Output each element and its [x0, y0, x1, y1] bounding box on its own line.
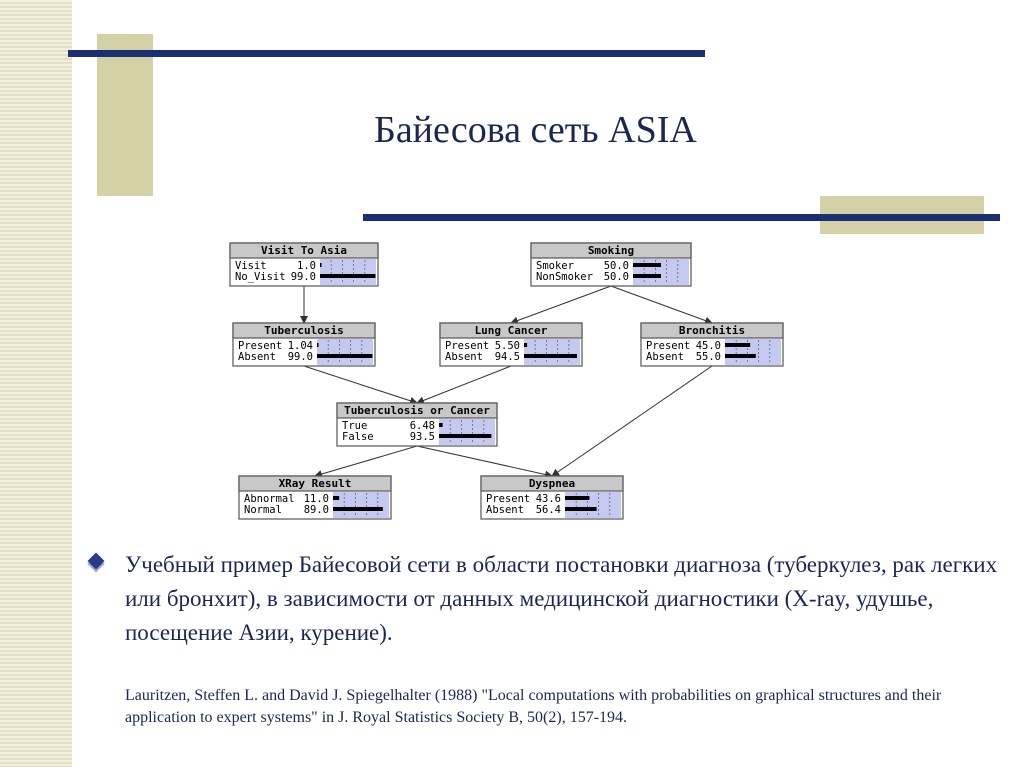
state-value: 5.50	[495, 340, 520, 352]
state-value: 55.0	[696, 351, 721, 363]
edge-smoking-bronc	[610, 285, 713, 325]
state-value: 6.48	[410, 420, 435, 432]
probability-bar	[565, 507, 597, 511]
state-value: 89.0	[304, 504, 329, 516]
probability-bar	[320, 263, 322, 267]
slide-title: Байесова сеть ASIA	[374, 109, 697, 151]
state-label: Absent	[486, 504, 524, 516]
bar-area	[633, 259, 689, 285]
state-value: 50.0	[604, 271, 629, 283]
bar-area	[439, 419, 495, 445]
node-title: Lung Cancer	[475, 324, 548, 337]
node-title: XRay Result	[279, 477, 352, 490]
probability-bar	[439, 434, 492, 438]
state-value: 93.5	[410, 431, 435, 443]
edge-bronc-dysp	[551, 365, 713, 477]
state-value: 1.04	[288, 340, 313, 352]
bar-area	[317, 339, 373, 365]
probability-bar	[333, 507, 383, 511]
state-label: Absent	[646, 351, 684, 363]
state-value: 43.6	[536, 493, 561, 505]
reference-text: Lauritzen, Steffen L. and David J. Spieg…	[125, 687, 942, 726]
state-value: 45.0	[696, 340, 721, 352]
decorative-block-top	[97, 34, 153, 196]
probability-bar	[524, 354, 577, 358]
state-label: Absent	[238, 351, 276, 363]
state-label: Abnormal	[244, 493, 295, 505]
probability-bar	[317, 354, 373, 358]
probability-bar	[524, 343, 528, 347]
state-label: True	[342, 420, 367, 432]
node-title: Dyspnea	[529, 477, 575, 490]
decorative-line-top	[68, 50, 705, 57]
probability-bar	[725, 354, 756, 358]
bullet-text: Учебный пример Байесовой сети в области …	[125, 552, 998, 645]
probability-bar	[317, 343, 319, 347]
bar-area	[320, 259, 376, 285]
state-value: 99.0	[291, 271, 316, 283]
bar-area	[565, 492, 621, 518]
state-value: 11.0	[304, 493, 329, 505]
state-label: Present	[238, 340, 282, 352]
state-label: No_Visit	[235, 271, 286, 283]
probability-bar	[333, 496, 340, 500]
probability-bar	[439, 423, 443, 427]
state-label: False	[342, 431, 374, 443]
state-label: Visit	[235, 260, 267, 272]
probability-bar	[633, 263, 661, 267]
state-label: Normal	[244, 504, 282, 516]
state-label: Absent	[445, 351, 483, 363]
probability-bar	[565, 496, 590, 500]
bar-area	[725, 339, 781, 365]
state-value: 56.4	[536, 504, 561, 516]
decorative-line-bottom	[363, 214, 1000, 221]
node-title: Bronchitis	[679, 324, 745, 337]
decorative-stripe	[0, 0, 72, 767]
bar-area	[524, 339, 580, 365]
state-value: 50.0	[604, 260, 629, 272]
edge-lung-tubcan	[416, 365, 512, 405]
state-label: Present	[646, 340, 690, 352]
bar-area	[333, 492, 389, 518]
state-label: Present	[486, 493, 530, 505]
probability-bar	[320, 274, 376, 278]
state-label: NonSmoker	[536, 271, 593, 283]
node-title: Visit To Asia	[261, 244, 347, 257]
state-label: Present	[445, 340, 489, 352]
state-value: 99.0	[288, 351, 313, 363]
state-label: Smoker	[536, 260, 574, 272]
node-title: Tuberculosis or Cancer	[344, 404, 490, 417]
edge-tubcan-xray	[314, 445, 418, 478]
probability-bar	[633, 274, 661, 278]
state-value: 1.0	[297, 260, 316, 272]
node-title: Smoking	[588, 244, 634, 257]
edge-tub-tubcan	[303, 365, 418, 405]
probability-bar	[725, 343, 751, 347]
edge-smoking-lung	[510, 285, 612, 325]
edge-tubcan-dysp	[416, 445, 553, 479]
node-title: Tuberculosis	[264, 324, 343, 337]
state-value: 94.5	[495, 351, 520, 363]
